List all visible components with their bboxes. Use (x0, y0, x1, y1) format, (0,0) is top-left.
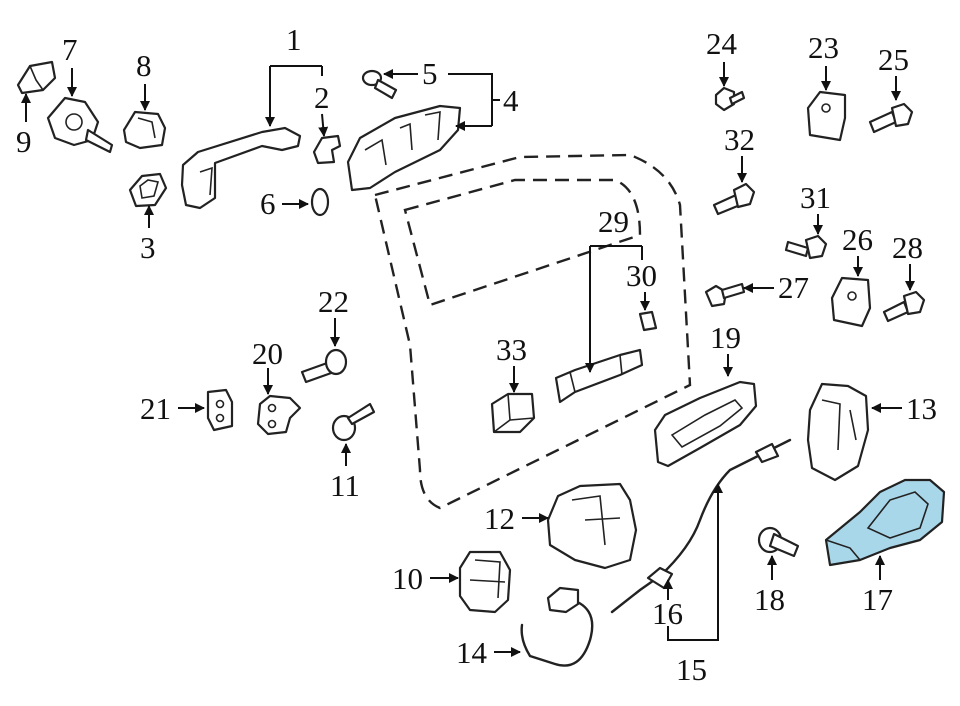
callout-16: 16 (652, 596, 683, 631)
callout-10: 10 (392, 561, 423, 596)
callout-13: 13 (906, 391, 937, 426)
part-6-o-ring (310, 187, 330, 217)
part-19-inside-handle (653, 380, 758, 468)
part-1-outside-handle (180, 126, 302, 210)
part-12-latch (546, 482, 638, 570)
callout-6: 6 (260, 186, 276, 221)
callout-29: 29 (598, 204, 629, 239)
callout-12: 12 (484, 501, 515, 536)
part-9-cap (16, 60, 57, 95)
part-33-block (490, 392, 536, 434)
callout-30: 30 (626, 258, 657, 293)
callout-18: 18 (754, 582, 785, 617)
callout-7: 7 (62, 32, 78, 67)
part-22-bolt (300, 348, 348, 384)
door-outline (373, 153, 692, 510)
callout-4: 4 (503, 83, 519, 118)
part-10-actuator (458, 550, 512, 614)
callout-labels: 1 2 3 4 5 6 7 8 9 10 11 12 13 14 15 16 1… (16, 22, 937, 687)
callout-3: 3 (140, 230, 156, 265)
callout-14: 14 (456, 635, 488, 670)
part-17-bezel-highlighted (824, 478, 946, 567)
callout-28: 28 (892, 230, 923, 265)
callout-24: 24 (706, 26, 738, 61)
part-4-handle-bracket (346, 104, 462, 192)
part-3-gasket (128, 172, 168, 208)
part-28-bolt (882, 290, 926, 323)
part-2-clip (312, 134, 342, 165)
callout-19: 19 (710, 320, 741, 355)
part-7-lock-cylinder (46, 96, 114, 154)
part-27-bolt (704, 282, 746, 308)
callout-20: 20 (252, 336, 283, 371)
callout-31: 31 (800, 180, 831, 215)
part-20-striker (256, 394, 302, 436)
callout-8: 8 (136, 48, 152, 83)
part-24-bolt (714, 86, 746, 112)
callout-27: 27 (778, 270, 809, 305)
part-21-plate (206, 388, 234, 432)
part-30-pad (638, 310, 658, 332)
part-5-screw (361, 69, 398, 100)
callout-11: 11 (330, 468, 360, 503)
part-31-bolt (784, 234, 828, 260)
callout-33: 33 (496, 332, 527, 367)
part-29-check-strap (554, 348, 644, 404)
part-18-bolt (757, 526, 800, 558)
part-26-hinge (830, 276, 872, 328)
callout-1: 1 (286, 22, 302, 57)
callout-26: 26 (842, 222, 873, 257)
part-15-16-cables (610, 438, 792, 614)
part-32-bolt (712, 182, 756, 216)
leader-lines (21, 62, 915, 657)
part-23-hinge (806, 90, 847, 142)
part-14-harness (520, 586, 594, 667)
callout-17: 17 (862, 582, 893, 617)
callout-2: 2 (314, 80, 330, 115)
part-11-screw (331, 402, 376, 442)
callout-21: 21 (140, 391, 171, 426)
callout-9: 9 (16, 124, 32, 159)
callout-5: 5 (422, 56, 438, 91)
part-8-bezel (122, 110, 167, 150)
part-13-bracket (806, 382, 870, 482)
part-25-bolt (868, 102, 914, 134)
callout-32: 32 (724, 122, 755, 157)
callout-22: 22 (318, 284, 349, 319)
callout-25: 25 (878, 42, 909, 77)
callout-23: 23 (808, 30, 839, 65)
callout-15: 15 (676, 652, 707, 687)
